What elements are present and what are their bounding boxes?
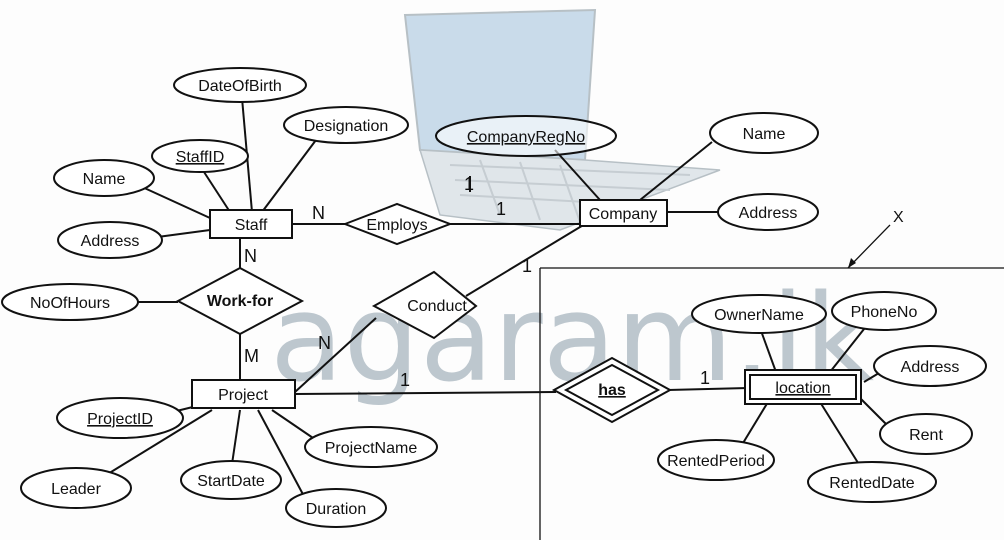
- cardinality-location-has: 1: [700, 368, 710, 388]
- attribute-rented-period-label: RentedPeriod: [667, 453, 765, 470]
- attribute-location-address-label: Address: [901, 359, 960, 376]
- relationship-has-label: has: [598, 382, 626, 399]
- cardinality-company-employs: 1: [496, 199, 506, 219]
- attribute-phone-no: PhoneNo: [831, 291, 937, 331]
- attribute-duration-label: Duration: [306, 501, 366, 518]
- attribute-project-id: ProjectID: [56, 397, 184, 439]
- attribute-start-date-label: StartDate: [197, 473, 265, 490]
- attribute-designation-label: Designation: [304, 118, 389, 135]
- connectors: [97, 97, 887, 501]
- cardinality-project-workfor: M: [244, 346, 259, 366]
- entity-location-label: location: [775, 380, 830, 397]
- attribute-rent: Rent: [879, 413, 973, 455]
- cardinality-staff-employs: N: [312, 203, 325, 223]
- attribute-date-of-birth: DateOfBirth: [173, 67, 307, 103]
- cardinality-staff-workfor: N: [244, 246, 257, 266]
- relationship-work-for: Work-for: [175, 266, 305, 336]
- weak-entity-location: location: [744, 369, 862, 405]
- attribute-company-name-label: Name: [743, 126, 786, 143]
- attribute-no-of-hours: NoOfHours: [1, 283, 139, 321]
- attribute-location-address: Address: [873, 345, 987, 387]
- region-x-boundary: [539, 224, 1004, 540]
- attribute-designation: Designation: [283, 106, 409, 144]
- attribute-company-address-label: Address: [739, 205, 798, 222]
- entity-project-label: Project: [218, 387, 268, 404]
- attribute-owner-name-label: OwnerName: [714, 307, 804, 324]
- entity-company: Company: [579, 199, 668, 227]
- attribute-project-name-label: ProjectName: [325, 440, 418, 457]
- entity-company-label: Company: [589, 206, 657, 223]
- attribute-project-name: ProjectName: [304, 426, 438, 468]
- attribute-duration: Duration: [285, 488, 387, 528]
- identifying-relationship-has: has: [551, 356, 673, 424]
- attribute-no-of-hours-label: NoOfHours: [30, 295, 110, 312]
- relationship-employs-label: Employs: [366, 217, 427, 234]
- attribute-rented-date: RentedDate: [807, 461, 937, 503]
- attribute-company-address: Address: [717, 193, 819, 231]
- attribute-leader-label: Leader: [51, 481, 101, 498]
- attribute-rented-period: RentedPeriod: [657, 439, 775, 481]
- cardinality-company-regno-mark: 1: [464, 174, 474, 194]
- relationship-work-for-label: Work-for: [207, 293, 273, 310]
- attribute-company-reg-no: CompanyRegNo: [435, 115, 617, 157]
- attribute-leader: Leader: [20, 467, 132, 509]
- attribute-rent-label: Rent: [909, 427, 943, 444]
- attribute-company-reg-no-label: CompanyRegNo: [467, 129, 585, 146]
- attribute-rented-date-label: RentedDate: [829, 475, 914, 492]
- attribute-company-name: Name: [709, 112, 819, 154]
- region-x-label: X: [893, 209, 904, 226]
- relationship-conduct: Conduct: [371, 270, 478, 340]
- attribute-start-date: StartDate: [180, 460, 282, 500]
- cardinality-company-conduct: 1: [522, 256, 532, 276]
- entity-staff-label: Staff: [235, 217, 268, 234]
- attribute-phone-no-label: PhoneNo: [851, 304, 918, 321]
- attribute-project-id-label: ProjectID: [87, 411, 153, 428]
- entity-project: Project: [191, 379, 296, 409]
- attribute-staff-id-label: StaffID: [176, 149, 225, 166]
- attribute-staff-name: Name: [53, 159, 155, 197]
- attribute-staff-id: StaffID: [151, 139, 249, 173]
- relationship-conduct-label: Conduct: [407, 298, 467, 315]
- attribute-date-of-birth-label: DateOfBirth: [198, 78, 282, 95]
- relationship-employs: Employs: [342, 202, 453, 246]
- attribute-staff-name-label: Name: [83, 171, 126, 188]
- cardinality-project-conduct: N: [318, 333, 331, 353]
- attribute-owner-name: OwnerName: [691, 294, 827, 334]
- cardinality-project-has: 1: [400, 370, 410, 390]
- attribute-staff-address-label: Address: [81, 233, 140, 250]
- attribute-staff-address: Address: [57, 221, 163, 259]
- entity-staff: Staff: [209, 209, 293, 239]
